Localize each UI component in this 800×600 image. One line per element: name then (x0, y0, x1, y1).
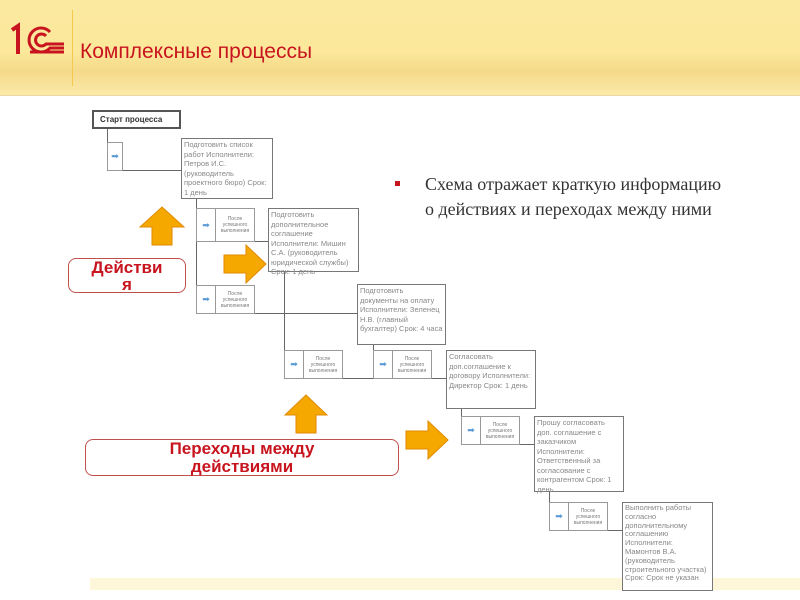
task-node[interactable]: Подготовить документы на оплату Исполнит… (357, 284, 446, 345)
arrow-right-icon: ➡ (197, 286, 216, 313)
connector-line (196, 198, 197, 313)
connector-line (607, 530, 622, 531)
task-node[interactable]: Подготовить список работ Исполнители: Пе… (181, 138, 273, 199)
actions-label: Действия (68, 258, 186, 293)
arrow-right-icon: ➡ (197, 209, 216, 241)
header-band (0, 0, 800, 96)
transition-label: После успешного выполнения (308, 355, 338, 374)
start-connector[interactable]: ➡ (107, 142, 123, 171)
arrow-right-icon: ➡ (285, 351, 304, 378)
connector-line (342, 378, 373, 379)
task-node[interactable]: Прошу согласовать доп. соглашение с зака… (534, 416, 624, 494)
arrow-right-icon (405, 419, 449, 461)
task-node[interactable]: Согласовать доп.соглашение к договору Ис… (446, 350, 536, 409)
transition-node[interactable]: ➡После успешного выполнения (196, 285, 255, 314)
transition-label: После успешного выполнения (397, 355, 427, 374)
bullet-icon (395, 181, 400, 186)
arrow-up-icon (283, 394, 329, 434)
arrow-up-icon (138, 206, 186, 246)
task-node[interactable]: Подготовить дополнительное соглашение Ис… (268, 208, 359, 276)
transition-label: После успешного выполнения (220, 216, 250, 234)
transition-node[interactable]: ➡После успешного выполнения (549, 502, 608, 531)
transition-node[interactable]: ➡После успешного выполнения (284, 350, 343, 379)
connector-line (519, 444, 534, 445)
arrow-right-icon: ➡ (111, 151, 119, 161)
connector-line (122, 170, 181, 171)
transition-node[interactable]: ➡После успешного выполнения (196, 208, 255, 242)
bullet-item: Схема отражает краткую информацию о дейс… (395, 172, 725, 222)
arrow-right-icon: ➡ (550, 503, 569, 530)
transition-node[interactable]: ➡После успешного выполнения (373, 350, 432, 379)
arrow-right-icon: ➡ (374, 351, 393, 378)
page-title: Комплексные процессы (80, 40, 313, 63)
connector-line (431, 378, 446, 379)
connector-line (284, 271, 285, 378)
start-node[interactable]: Старт процесса (92, 110, 181, 129)
transition-node[interactable]: ➡После успешного выполнения (461, 416, 520, 445)
arrow-right-icon: ➡ (462, 417, 481, 444)
task-node[interactable]: Выполнить работы согласно дополнительном… (622, 502, 713, 591)
connector-line (254, 241, 268, 242)
arrow-right-icon (223, 243, 267, 285)
transition-label: После успешного выполнения (573, 507, 603, 526)
transitions-label: Переходы между действиями (85, 439, 399, 476)
1c-logo (10, 22, 64, 54)
transition-label: После успешного выполнения (485, 421, 515, 440)
transition-label: После успешного выполнения (220, 290, 250, 309)
connector-line (254, 313, 357, 314)
bullet-text: Схема отражает краткую информацию о дейс… (425, 174, 722, 219)
divider (72, 10, 73, 86)
